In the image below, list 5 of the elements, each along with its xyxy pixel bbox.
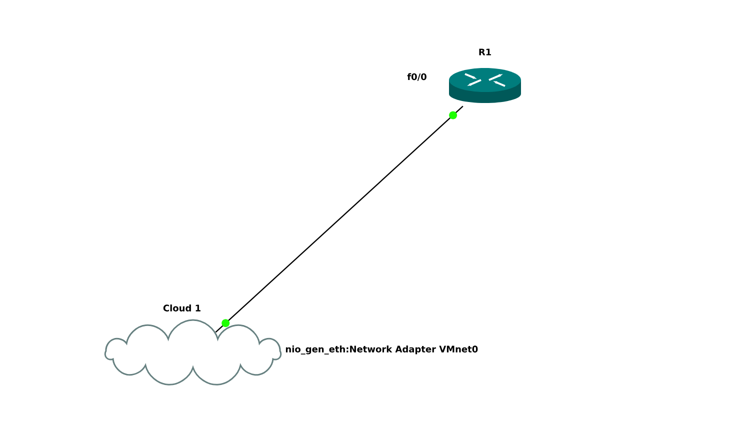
port-label: f0/0: [407, 73, 426, 81]
link-line: [215, 106, 464, 333]
port-label: nio_gen_eth:Network Adapter VMnet0: [286, 346, 478, 354]
node-label: Cloud 1: [163, 304, 200, 312]
node-label: R1: [479, 48, 491, 56]
